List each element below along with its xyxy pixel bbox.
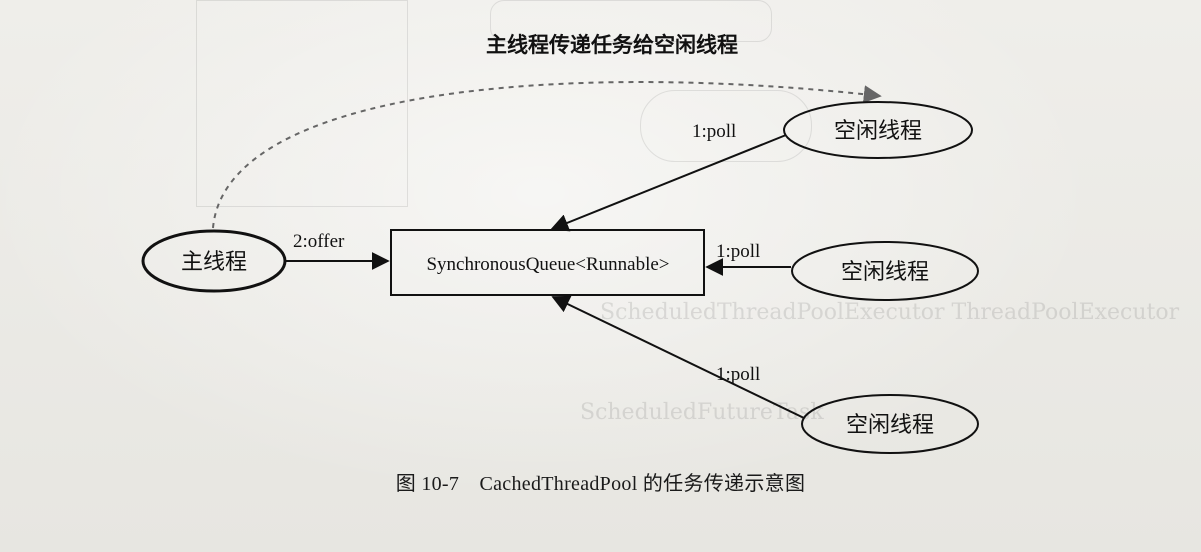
synchronous-queue-label: SynchronousQueue<Runnable>	[426, 254, 669, 275]
poll-label: 1:poll	[716, 364, 760, 385]
idle-thread-label: 空闲线程	[834, 119, 922, 144]
poll-arrow	[551, 295, 805, 419]
figure-caption: 图 10-7 CachedThreadPool 的任务传递示意图	[395, 473, 806, 495]
idle-thread-node	[783, 101, 973, 159]
main-thread-node	[141, 229, 287, 293]
idle-thread-label: 空闲线程	[846, 413, 934, 438]
poll-label: 1:poll	[692, 121, 736, 142]
idle-thread-node	[801, 394, 979, 454]
handoff-dashed-arrow	[212, 81, 882, 229]
main-thread-label: 主线程	[181, 250, 247, 275]
idle-thread-label: 空闲线程	[841, 260, 929, 285]
handoff-annotation: 主线程传递任务给空闲线程	[486, 33, 738, 57]
synchronous-queue-box	[390, 229, 705, 296]
poll-arrow	[550, 134, 787, 232]
poll-label: 1:poll	[716, 241, 760, 262]
offer-label: 2:offer	[293, 231, 345, 252]
idle-thread-node	[791, 241, 979, 301]
diagram-canvas: 主线程传递任务给空闲线程 主线程 2:offer SynchronousQueu…	[141, 33, 979, 454]
